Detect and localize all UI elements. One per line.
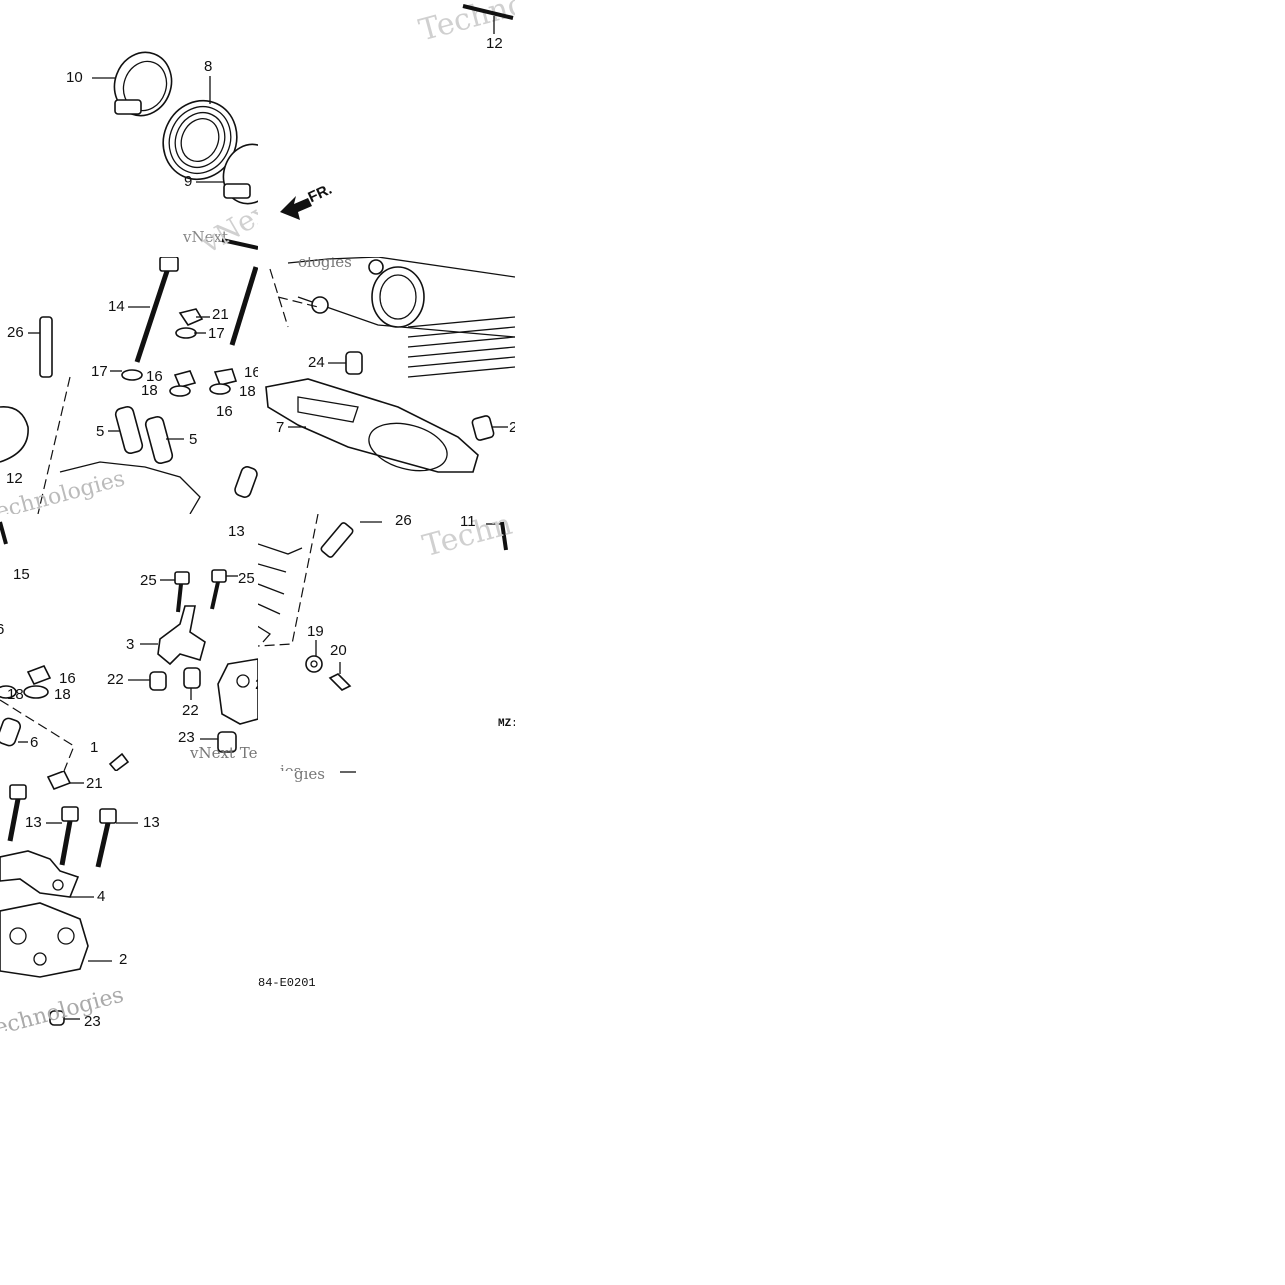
callout-14: 14 [108,298,125,315]
callout-18: 18 [239,383,256,400]
tile-cylinder-studs: 14 21 17 26 17 16 16 18 18 16 5 5 12 ech… [0,257,258,514]
callout-18: 18 [141,382,158,399]
tile-fragment-strip: gies [258,771,358,783]
cam-holder-drawing [0,771,138,1026]
callout-21: 21 [86,775,103,792]
callout-20: 20 [330,642,347,659]
tile-rocker-holders: 15 6 25 25 3 22 22 24 16 18 18 23 6 1 13… [0,514,258,771]
callout-4: 4 [97,888,106,905]
diagram-code-label: 84-E0201 [258,976,316,990]
front-arrow-icon [280,196,312,220]
callout-13: 13 [25,814,42,831]
callout-8: 8 [204,58,213,75]
callout-16: 16 [146,368,163,385]
intake-boot-8 [162,99,238,181]
tile-head-gasket: ologies 24 7 2 [258,257,515,514]
callout-6: 6 [0,621,5,638]
callout-5: 5 [96,423,105,440]
callout-1: 1 [90,739,99,756]
intake-boot-drawing [92,51,258,250]
spark-plug-drawing [258,514,508,691]
model-code-label: MZ: [498,718,515,730]
callout-24: 24 [308,354,325,371]
callout-5: 5 [189,431,198,448]
callout-16: 16 [244,364,258,381]
callout-24: 24 [255,677,258,692]
callout-18: 18 [54,686,71,703]
tile-intake-boot: 10 8 9 vNext vNext [0,0,258,257]
callout-3: 3 [126,636,135,653]
callout-13: 13 [143,814,160,831]
callout-16: 16 [216,403,233,420]
callout-11: 11 [460,514,476,530]
callout-22: 22 [182,702,199,719]
callout-18: 18 [7,686,24,703]
callout-2: 2 [119,951,128,968]
tile-cam-holder: 21 13 13 4 2 23 Technologies [0,771,258,1031]
callout-17: 17 [91,363,108,380]
callout-21: 21 [212,306,229,323]
callout-10: 10 [66,69,83,86]
callout-17: 17 [208,325,225,342]
callout-12: 12 [6,470,23,487]
rocker-holders-drawing [0,521,258,771]
head-gasket-drawing [265,257,515,473]
callout-16: 16 [59,670,76,687]
callout-12: 12 [486,35,503,52]
callout-6: 6 [30,734,39,751]
callout-9: 9 [184,173,193,190]
callout-26: 26 [395,514,412,529]
cylinder-studs-drawing [0,257,258,514]
callout-15: 15 [13,566,30,583]
tile-top-right: Techno 12 FR. [258,0,515,257]
head-gasket-7 [265,378,479,473]
callout-26: 26 [7,324,24,341]
tile-spark-plug: 26 Techn 11 19 20 MZ: ies [258,514,515,771]
callout-13: 13 [228,523,245,540]
stud-12-drawing [280,4,514,220]
callout-22: 22 [107,671,124,688]
callout-25: 25 [140,572,157,589]
callout-25: 25 [238,570,255,587]
callout-19: 19 [307,623,324,640]
callout-23: 23 [84,1013,101,1030]
callout-7: 7 [276,419,285,436]
callout-2: 2 [509,419,515,436]
callout-23: 23 [178,729,195,746]
